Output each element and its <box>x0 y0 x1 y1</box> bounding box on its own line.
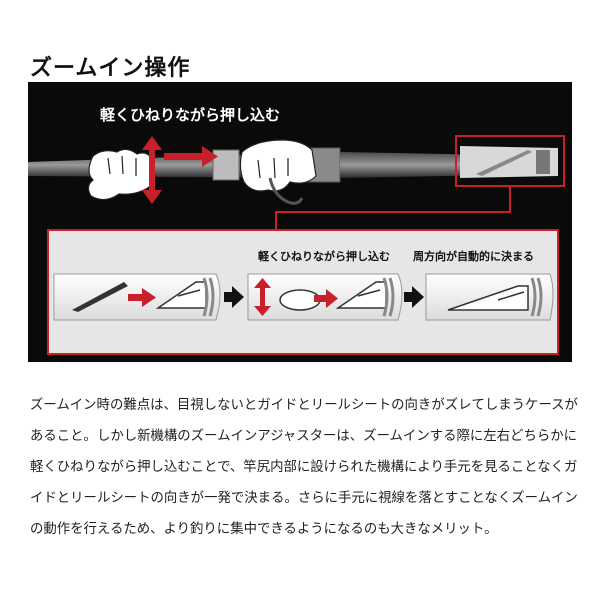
section-heading: ズームイン操作 <box>30 56 191 81</box>
step-arrow-icon <box>224 286 244 308</box>
right-hand-icon <box>239 139 317 205</box>
zoom-in-diagram: 軽くひねりながら押し込む 軽くひねりながら押し込む 周方向が自動的に決まる <box>28 82 572 362</box>
rod-end-detail <box>460 146 558 178</box>
left-hand-icon <box>87 148 156 201</box>
connector-line <box>275 186 511 230</box>
twist-arrow-icon <box>142 136 162 204</box>
diagram-illustration <box>28 135 565 355</box>
step-2-twist-arrow-icon <box>254 278 271 316</box>
diagram-main-label: 軽くひねりながら押し込む <box>100 106 281 124</box>
step-auto-label: 周方向が自動的に決まる <box>413 250 534 263</box>
step-twist-label: 軽くひねりながら押し込む <box>258 250 390 263</box>
step-2-push-arrow-icon <box>314 289 338 308</box>
step-3-tube <box>425 273 554 321</box>
step-arrow-icon <box>404 286 424 308</box>
step-1-push-arrow-icon <box>128 288 156 307</box>
description-paragraph: ズームイン時の難点は、目視しないとガイドとリールシートの向きがズレてしまうケース… <box>30 398 578 537</box>
push-arrow-icon <box>164 146 218 167</box>
